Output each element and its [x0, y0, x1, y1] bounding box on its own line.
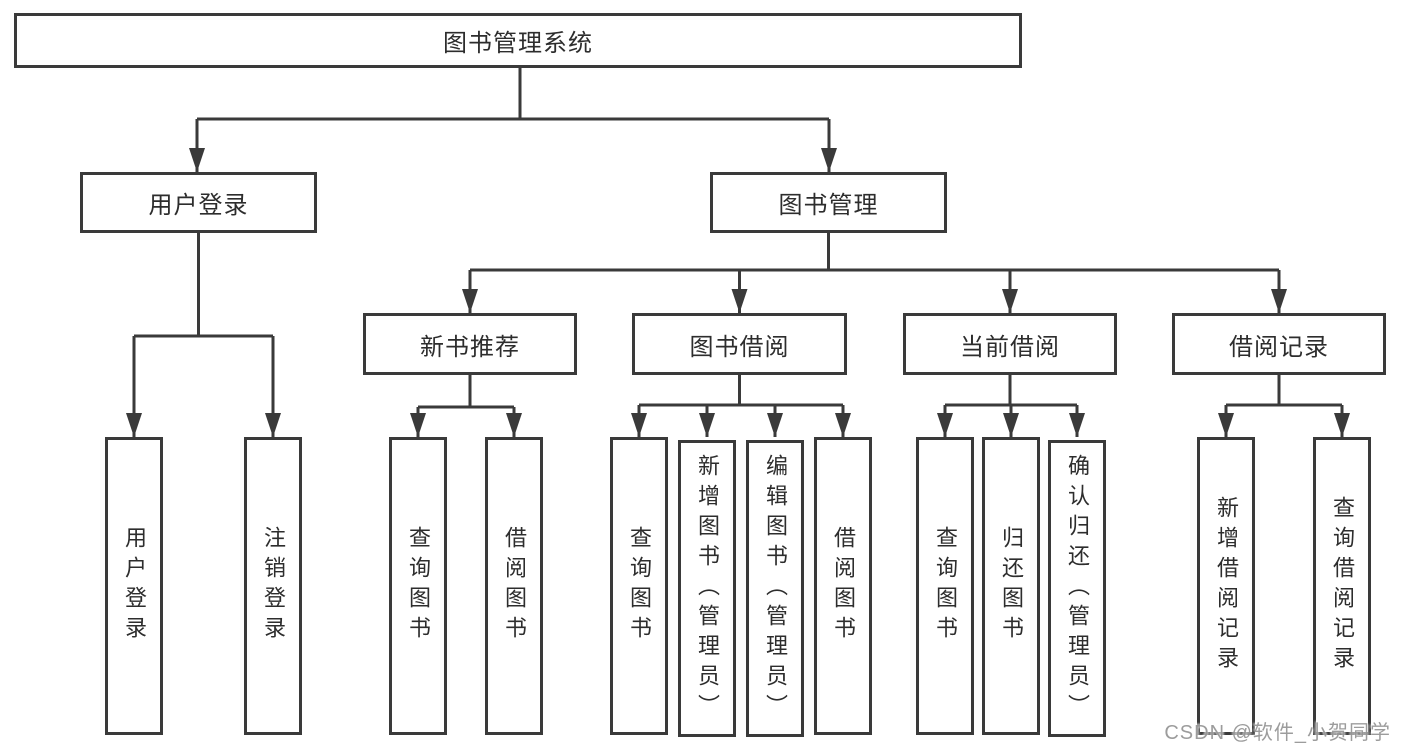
leaf-query-books-recommend-label: 查询图书 [406, 526, 431, 646]
connector-user-login-children [132, 233, 275, 437]
leaf-borrow-books-borrowing-label: 借阅图书 [831, 526, 856, 646]
node-library-system: 图书管理系统 [14, 13, 1022, 68]
leaf-confirm-return-admin: 确认归还（管理员） [1048, 440, 1106, 737]
node-book-management-label: 图书管理 [778, 192, 879, 219]
node-new-book-recommendation: 新书推荐 [363, 313, 577, 375]
leaf-query-books-recommend: 查询图书 [389, 437, 447, 735]
leaf-query-borrow-record-label: 查询借阅记录 [1330, 496, 1355, 676]
node-borrowing-records-label: 借阅记录 [1229, 333, 1329, 361]
leaf-borrow-books-recommend-label: 借阅图书 [502, 526, 527, 646]
node-current-borrowing: 当前借阅 [903, 313, 1117, 375]
csdn-watermark: CSDN @软件_小贺同学 [1164, 722, 1391, 744]
leaf-add-books-admin-label: 新增图书（管理员） [695, 453, 720, 724]
leaf-user-login: 用户登录 [105, 437, 163, 735]
node-book-borrowing: 图书借阅 [632, 313, 847, 375]
leaf-return-books: 归还图书 [982, 437, 1040, 735]
connector-borrow-records-children [1224, 375, 1344, 437]
leaf-add-borrow-record-label: 新增借阅记录 [1214, 496, 1239, 676]
node-book-borrowing-label: 图书借阅 [689, 333, 790, 361]
leaf-query-books-current: 查询图书 [916, 437, 974, 735]
leaf-logout-login: 注销登录 [244, 437, 302, 735]
leaf-add-books-admin: 新增图书（管理员） [678, 440, 736, 737]
node-borrowing-records: 借阅记录 [1172, 313, 1386, 375]
node-book-management: 图书管理 [710, 172, 947, 233]
leaf-query-books-borrowing: 查询图书 [610, 437, 668, 735]
connector-root-to-level2 [195, 68, 831, 172]
leaf-confirm-return-admin-label: 确认归还（管理员） [1065, 453, 1090, 724]
leaf-borrow-books-borrowing: 借阅图书 [814, 437, 872, 735]
node-user-login: 用户登录 [80, 172, 317, 233]
connector-book-mgmt-children [468, 233, 1281, 313]
node-library-system-label: 图书管理系统 [443, 30, 593, 57]
leaf-borrow-books-recommend: 借阅图书 [485, 437, 543, 735]
leaf-logout-login-label: 注销登录 [261, 526, 286, 646]
node-current-borrowing-label: 当前借阅 [960, 333, 1060, 361]
leaf-query-books-current-label: 查询图书 [933, 526, 958, 646]
leaf-edit-books-admin: 编辑图书（管理员） [746, 440, 804, 737]
leaf-edit-books-admin-label: 编辑图书（管理员） [763, 453, 788, 724]
leaf-return-books-label: 归还图书 [999, 526, 1024, 646]
leaf-query-books-borrowing-label: 查询图书 [627, 526, 652, 646]
arrowheads [126, 148, 1350, 437]
node-user-login-label: 用户登录 [148, 192, 249, 219]
leaf-query-borrow-record: 查询借阅记录 [1313, 437, 1371, 735]
connector-book-borrowing-children [637, 375, 845, 437]
leaf-add-borrow-record: 新增借阅记录 [1197, 437, 1255, 735]
leaf-user-login-label: 用户登录 [122, 526, 147, 646]
node-new-book-recommendation-label: 新书推荐 [420, 333, 520, 361]
connector-new-book-children [416, 375, 516, 437]
